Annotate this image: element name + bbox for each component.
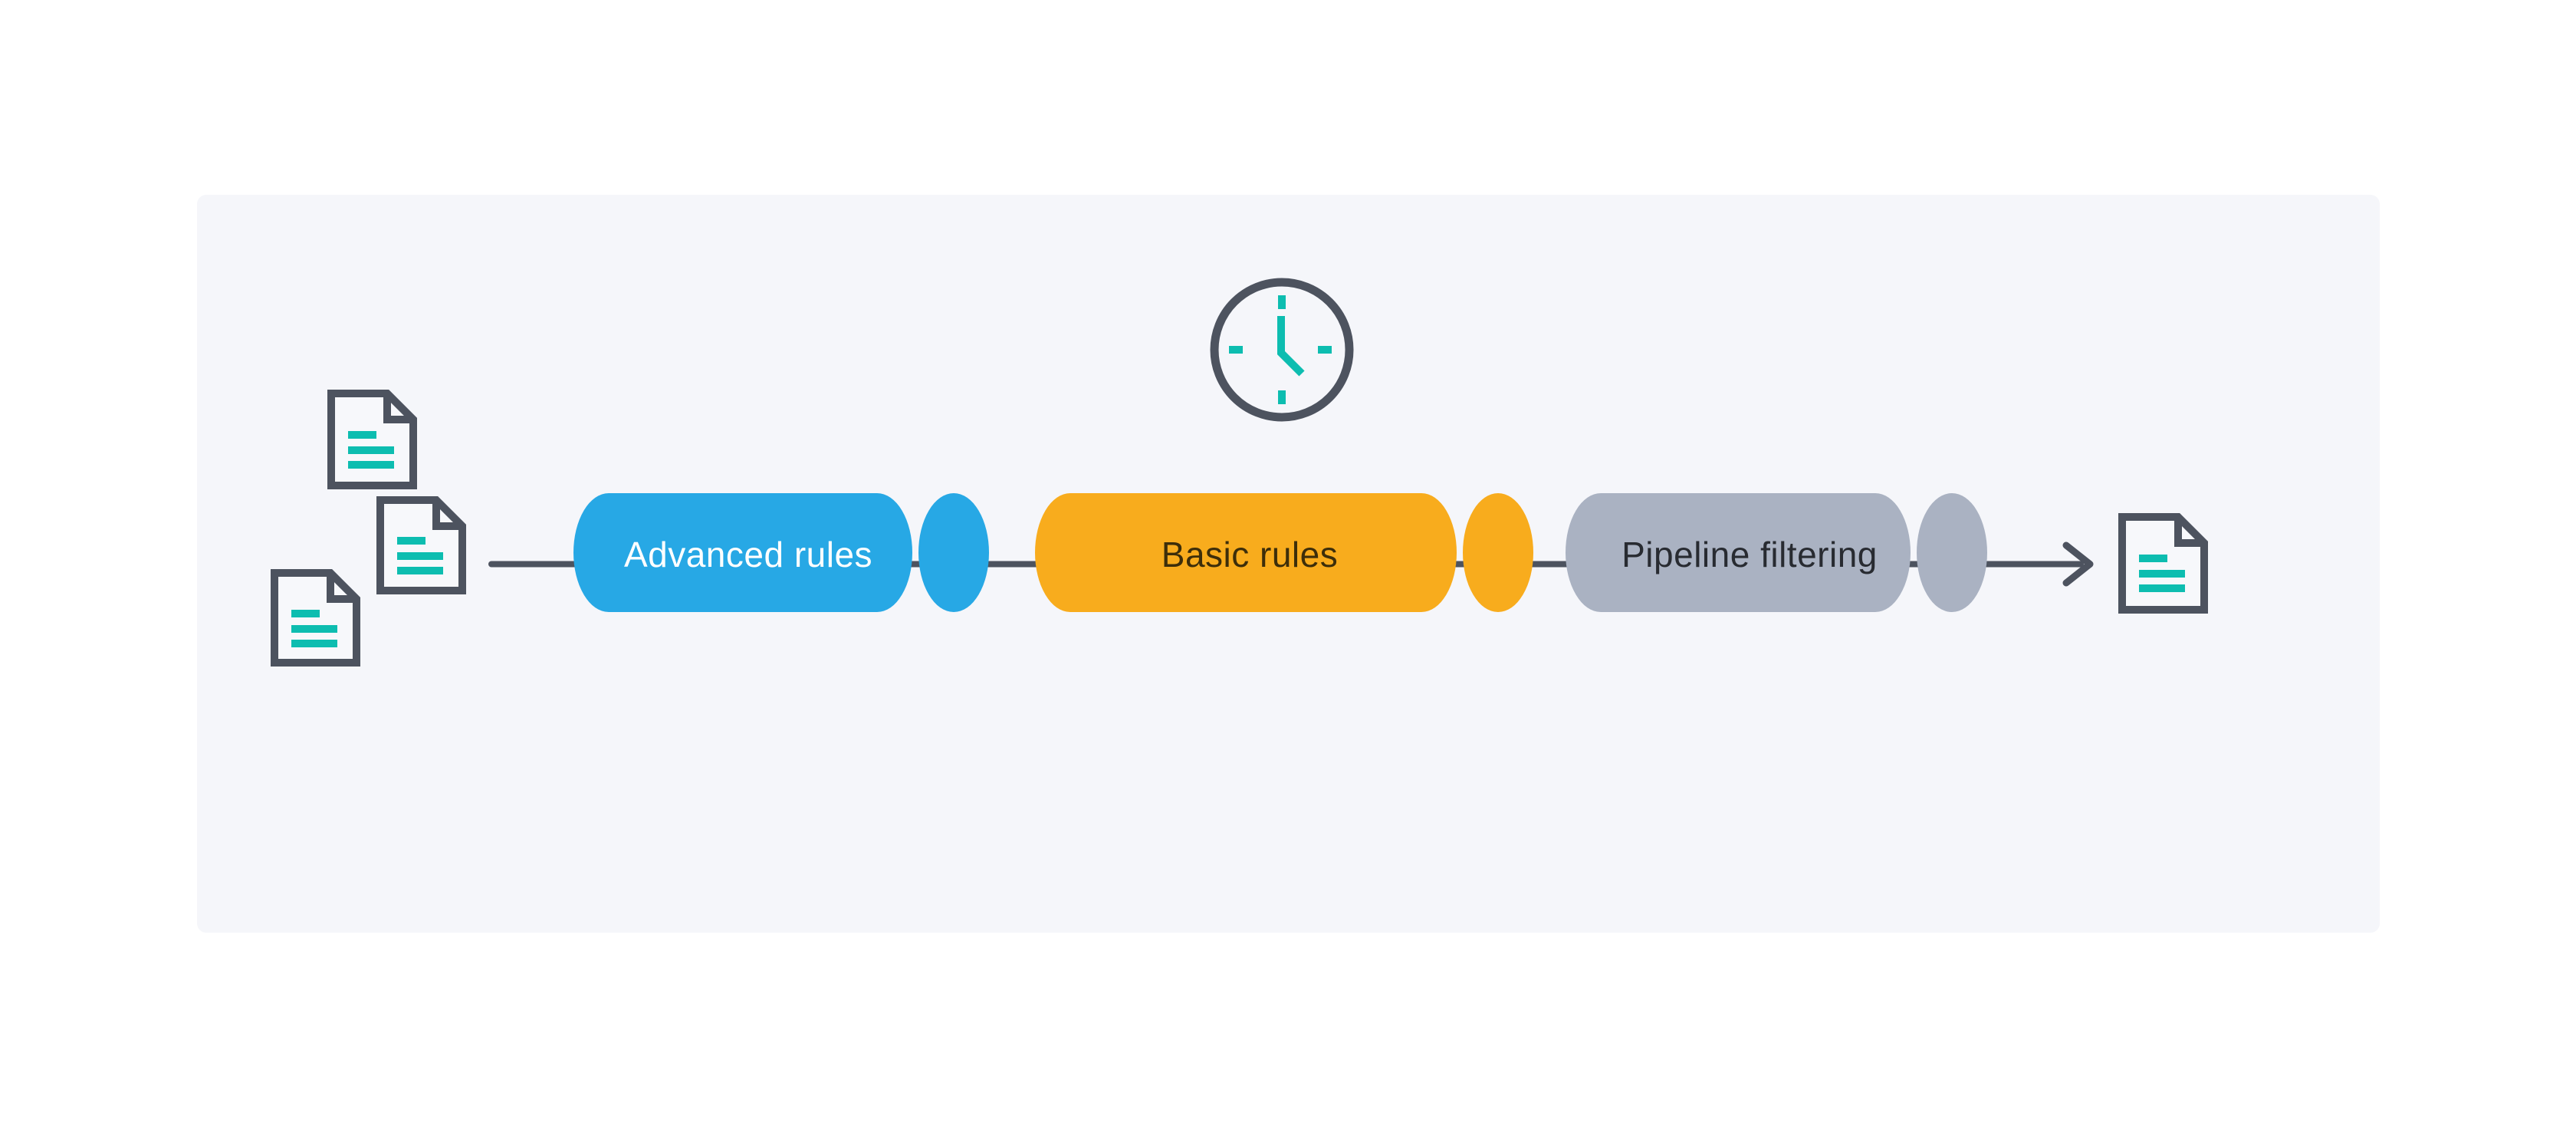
clock-ticks: [1229, 295, 1332, 404]
document-outline: [376, 496, 466, 594]
document-text-lines: [397, 537, 443, 574]
document-text-lines: [291, 610, 337, 647]
stage-cap: [918, 493, 989, 612]
document-outline: [271, 569, 360, 667]
clock-hands: [1277, 316, 1305, 377]
input-document-icon-1: [327, 390, 417, 489]
output-document-icon: [2118, 513, 2208, 614]
document-fold: [327, 573, 356, 603]
arrowhead-icon: [2062, 541, 2094, 587]
document-text-lines: [348, 431, 394, 469]
stage-body: [1035, 493, 1457, 612]
input-document-icon-3: [271, 569, 360, 667]
document-fold: [383, 393, 413, 423]
document-fold: [2174, 517, 2204, 547]
clock-face: [1210, 278, 1354, 422]
document-fold: [432, 500, 462, 530]
stage-body: [1566, 493, 1911, 612]
clock-icon: [1210, 278, 1354, 422]
stage-cap: [1463, 493, 1533, 612]
document-outline: [327, 390, 417, 489]
stage-pipeline-filtering: Pipeline filtering: [1566, 493, 1987, 612]
stage-label: Pipeline filtering: [1622, 535, 1878, 574]
document-text-lines: [2139, 555, 2185, 592]
stage-advanced-rules: Advanced rules: [573, 493, 989, 612]
input-document-icon-2: [376, 496, 466, 594]
stage-label: Advanced rules: [624, 535, 872, 574]
stage-cap: [1917, 493, 1987, 612]
document-outline: [2118, 513, 2208, 614]
stage-basic-rules: Basic rules: [1035, 493, 1533, 612]
stage-body: [573, 493, 912, 612]
stage-label: Basic rules: [1162, 535, 1338, 574]
